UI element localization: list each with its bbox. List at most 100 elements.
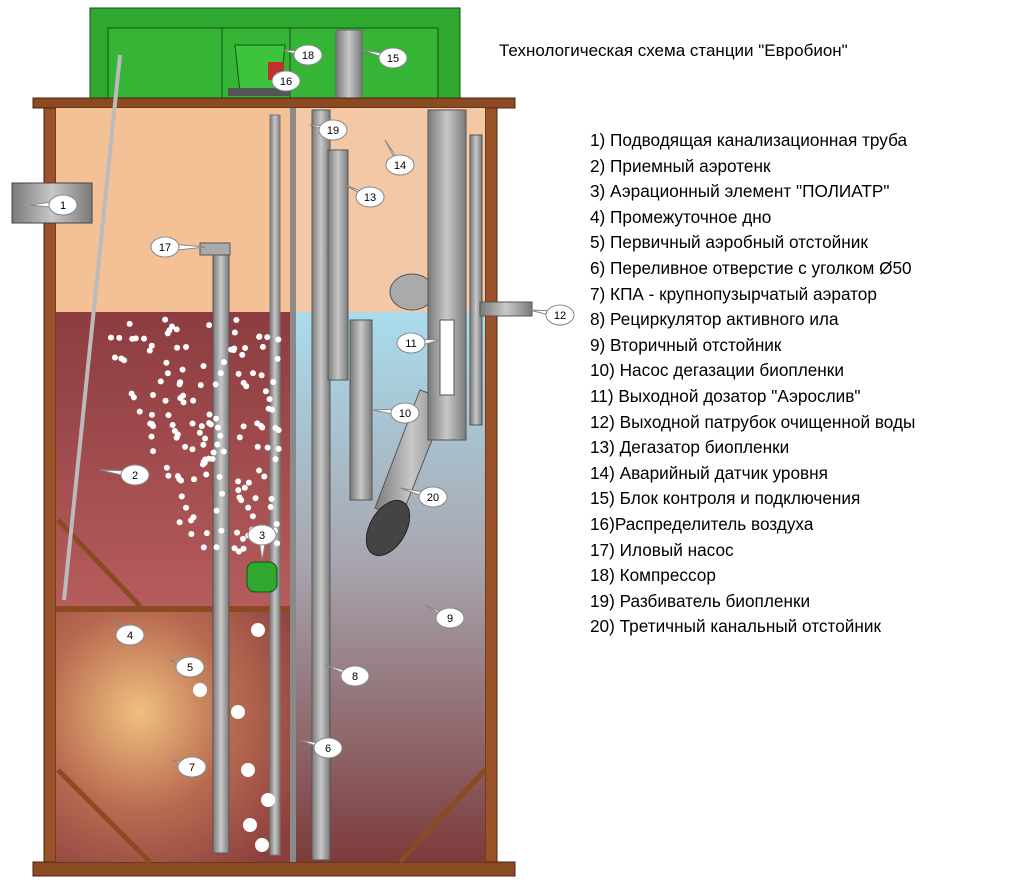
legend-item: 1) Подводящая канализационная труба [590, 130, 908, 150]
legend-item: 4) Промежуточное дно [590, 206, 772, 227]
bubble [220, 448, 227, 455]
large-bubble [261, 793, 275, 807]
legend-item: 9) Вторичный отстойник [590, 334, 782, 355]
bubble [268, 495, 275, 502]
bubble [157, 378, 164, 385]
bubble [266, 396, 273, 403]
bubble [182, 443, 189, 450]
bubble [252, 495, 259, 502]
bubble [165, 472, 172, 479]
bubble [275, 336, 282, 343]
aerator [246, 561, 278, 593]
callout-number: 6 [325, 743, 331, 755]
callout-15: 15 [361, 47, 408, 69]
bubble [148, 433, 155, 440]
callout-number: 20 [427, 492, 439, 504]
bubble [239, 535, 246, 542]
legend-item: 20) Третичный канальный отстойник [590, 616, 881, 637]
bubble [245, 479, 252, 486]
bubble [202, 435, 209, 442]
outlet-tube [469, 134, 483, 426]
intermediate-bottom [56, 606, 296, 612]
overflow-ring [389, 273, 435, 311]
bubble [213, 544, 220, 551]
bubble [261, 473, 268, 480]
callout-8: 8 [324, 664, 370, 687]
bubble [264, 444, 271, 451]
air-bubbles [107, 316, 282, 852]
bubble [199, 461, 206, 468]
bubble [173, 326, 180, 333]
bubble [249, 513, 256, 520]
bubble [235, 370, 242, 377]
legend-item: 12) Выходной патрубок очищенной воды [590, 411, 916, 432]
bubble [219, 490, 226, 497]
bubble [241, 484, 248, 491]
large-bubble [243, 818, 257, 832]
bubble [189, 420, 196, 427]
bubble [126, 320, 133, 327]
bubble [191, 476, 198, 483]
legend-item: 19) Разбиватель биопленки [590, 590, 811, 611]
legend-item: 11) Выходной дозатор "Аэрослив" [590, 385, 861, 406]
bubble [258, 372, 265, 379]
bubble [200, 441, 207, 448]
top-plate [32, 97, 516, 109]
large-bubble [255, 838, 269, 852]
legend-item: 8) Рециркулятор активного ила [590, 309, 839, 330]
bubble [206, 411, 213, 418]
bubble [240, 423, 247, 430]
callout-number: 14 [394, 160, 406, 172]
bubble [209, 455, 216, 462]
callout-3: 3 [247, 524, 277, 561]
callout-17: 17 [150, 236, 206, 258]
air-pipe [269, 114, 281, 856]
bubble [210, 449, 217, 456]
bubble [130, 394, 137, 401]
sludge-pump-outlet [199, 242, 231, 256]
bubble [189, 446, 196, 453]
legend-item: 15) Блок контроля и подключения [590, 488, 861, 509]
bubble [216, 473, 223, 480]
callout-number: 19 [327, 125, 339, 137]
callout-7: 7 [171, 756, 207, 778]
bubble [235, 487, 242, 494]
bubble [233, 317, 240, 324]
legend-item: 17) Иловый насос [590, 539, 734, 560]
large-bubble [231, 705, 245, 719]
outlet-nozzle [479, 301, 533, 317]
bubble [163, 464, 170, 471]
doser-window [439, 319, 455, 396]
bubble [129, 335, 136, 342]
bubble [146, 347, 153, 354]
bubble [203, 530, 210, 537]
bubble [239, 351, 246, 358]
bubble [118, 355, 125, 362]
legend-item: 5) Первичный аэробный отстойник [590, 232, 868, 253]
bubble [214, 441, 221, 448]
callout-1: 1 [29, 194, 78, 216]
legend-item: 13) Дегазатор биопленки [590, 437, 790, 458]
bubble [221, 359, 228, 366]
bubble [162, 397, 169, 404]
callout-2: 2 [99, 464, 150, 486]
bubble [183, 343, 190, 350]
bubble [164, 370, 171, 377]
bubble [240, 379, 247, 386]
degas-pump [349, 319, 373, 501]
bubble [165, 412, 172, 419]
callout-number: 9 [447, 613, 453, 625]
callout-14: 14 [384, 139, 415, 176]
callout-number: 18 [302, 50, 314, 62]
bubble [200, 544, 207, 551]
callout-9: 9 [424, 604, 465, 629]
bubble [206, 420, 213, 427]
callout-number: 4 [127, 630, 133, 642]
bubble [236, 494, 243, 501]
bubble [231, 329, 238, 336]
sludge-pump [212, 247, 230, 854]
bubble [196, 429, 203, 436]
callout-number: 2 [132, 470, 138, 482]
bubble [267, 503, 274, 510]
